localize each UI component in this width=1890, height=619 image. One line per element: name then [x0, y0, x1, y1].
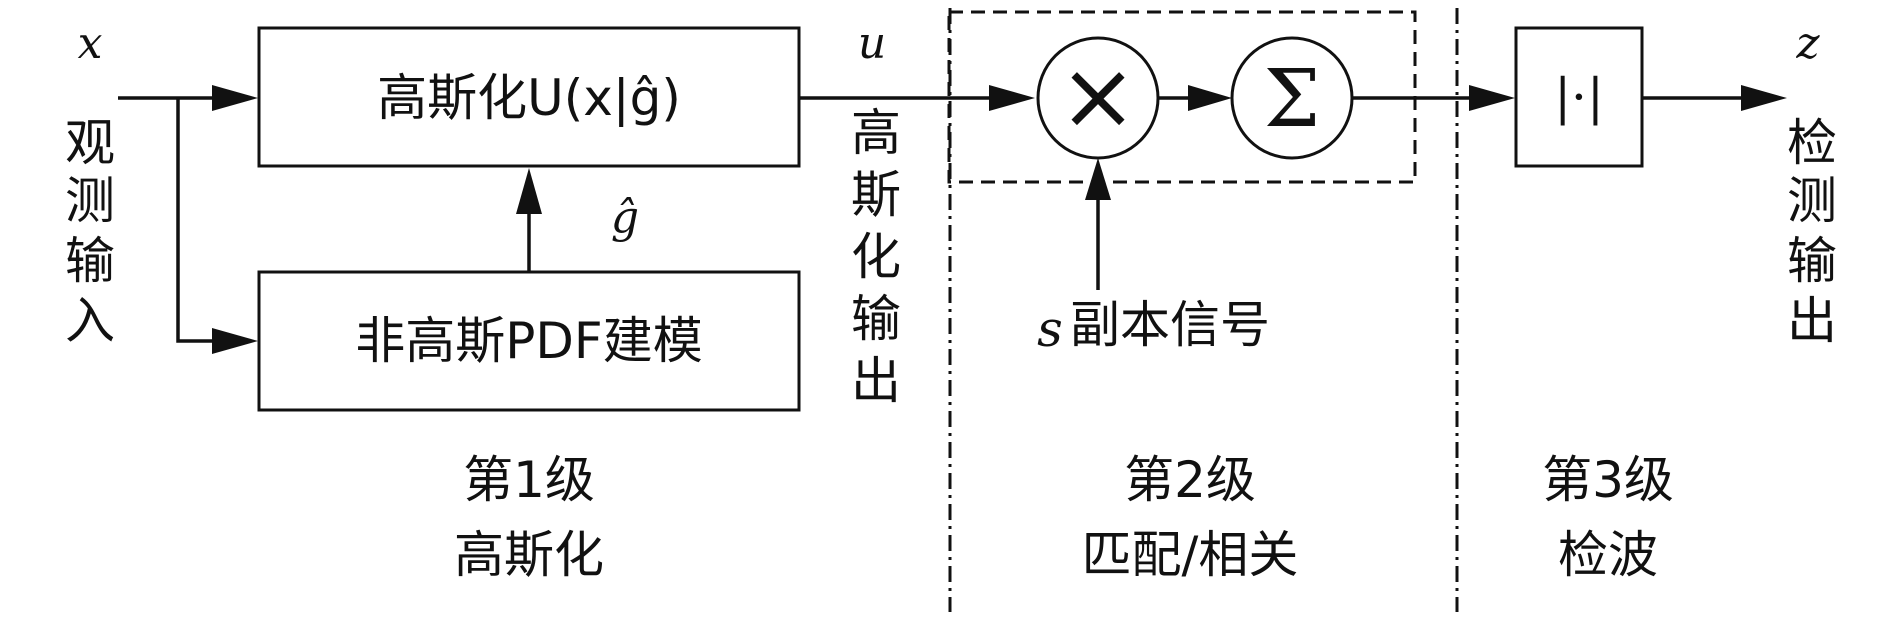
input-label-char: 入 — [65, 292, 115, 350]
gaussianize-block — [257, 26, 801, 168]
arrowhead — [989, 85, 1035, 111]
stage1-caption-line2: 高斯化 — [454, 526, 604, 584]
arrowhead — [1469, 85, 1515, 111]
z-label-char: 检 — [1787, 114, 1837, 172]
arrowhead — [212, 328, 258, 354]
arrowhead — [212, 85, 258, 111]
u-label: 高 斯 化 输 出 — [851, 104, 901, 410]
input-label-char: 输 — [65, 232, 115, 290]
arrowhead — [1188, 85, 1232, 111]
sigma-icon: Σ — [1264, 52, 1321, 145]
ghat-symbol: ĝ — [611, 192, 639, 243]
z-label-char: 测 — [1787, 172, 1837, 230]
arrowhead — [1741, 85, 1787, 111]
stage3-caption-line1: 第3级 — [1542, 451, 1674, 509]
arrowhead — [1085, 158, 1111, 200]
arrowhead — [516, 168, 542, 214]
pdf-model-block-label: 非高斯PDF建模 — [355, 312, 702, 370]
stage1-caption-line1: 第1级 — [463, 451, 595, 509]
z-symbol: z — [1795, 18, 1820, 69]
stage3-caption-line2: 检波 — [1558, 526, 1658, 584]
z-label-char: 输 — [1787, 232, 1837, 290]
detector-block — [1514, 26, 1644, 168]
stage2-caption-line2: 匹配/相关 — [1082, 526, 1299, 584]
gaussianize-block-label: 高斯化U(x|ĝ) — [377, 69, 681, 127]
u-label-char: 出 — [851, 352, 901, 410]
u-label-char: 斯 — [851, 166, 901, 224]
stage2-caption-line1: 第2级 — [1124, 451, 1256, 509]
z-label: 检 测 输 出 — [1787, 114, 1837, 350]
u-symbol: u — [858, 18, 886, 69]
replica-label: 副本信号 — [1070, 296, 1270, 354]
z-label-char: 出 — [1787, 292, 1837, 350]
u-label-char: 输 — [851, 290, 901, 348]
multiply-icon: × — [1059, 42, 1138, 151]
u-label-char: 高 — [851, 104, 901, 162]
input-x-label: 观 测 输 入 — [65, 114, 115, 350]
input-label-char: 观 — [65, 114, 115, 172]
replica-symbol: s — [1037, 300, 1063, 358]
input-label-char: 测 — [65, 172, 115, 230]
input-x-symbol: x — [78, 18, 103, 69]
detector-block-label: |·| — [1554, 68, 1604, 126]
branch-wire — [176, 98, 245, 343]
u-label-char: 化 — [851, 228, 901, 286]
